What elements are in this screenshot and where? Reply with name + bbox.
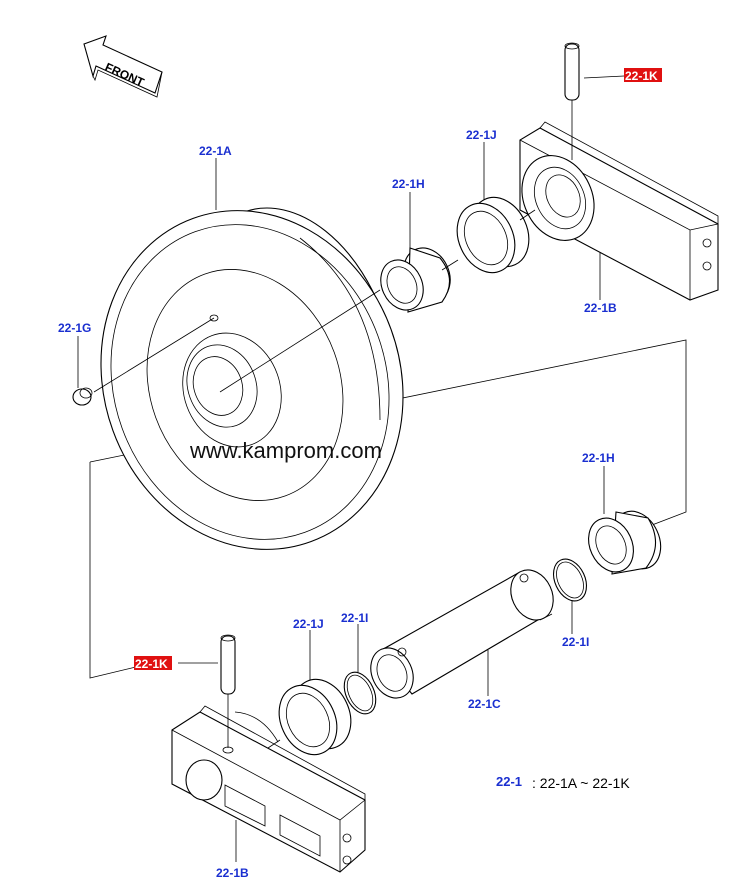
label-plug-22-1g: 22-1G bbox=[58, 321, 91, 335]
bushing-right-22-1h bbox=[588, 510, 662, 575]
highlight-pin-bottom bbox=[134, 656, 172, 670]
front-arrow-icon: FRONT bbox=[83, 35, 163, 98]
label-bracket-bottom-22-1b: 22-1B bbox=[216, 866, 249, 880]
label-seal-top-22-1j: 22-1J bbox=[466, 128, 497, 142]
label-pin-top-22-1k: 22-1K bbox=[625, 69, 658, 83]
pin-top-22-1k bbox=[564, 42, 580, 160]
label-shaft-22-1c: 22-1C bbox=[468, 697, 501, 711]
plug-22-1g bbox=[72, 317, 215, 406]
pin-bottom-22-1k bbox=[220, 634, 236, 748]
label-snap-ring-left-22-1i: 22-1I bbox=[341, 611, 368, 625]
bushing-top-22-1h bbox=[219, 247, 451, 393]
label-wheel-22-1a: 22-1A bbox=[199, 144, 232, 158]
bracket-top-22-1b bbox=[519, 121, 719, 301]
seal-bottom-22-1j bbox=[261, 678, 352, 756]
bracket-bottom-22-1b bbox=[171, 705, 366, 873]
label-seal-bottom-22-1j: 22-1J bbox=[293, 617, 324, 631]
label-bushing-right-22-1h: 22-1H bbox=[582, 451, 615, 465]
label-snap-ring-right-22-1i: 22-1I bbox=[562, 635, 589, 649]
label-pin-bottom-22-1k: 22-1K bbox=[135, 657, 168, 671]
label-bushing-top-22-1h: 22-1H bbox=[392, 177, 425, 191]
legend-ref: 22-1 bbox=[496, 774, 522, 789]
legend-text: : 22-1A ~ 22-1K bbox=[532, 775, 630, 791]
shaft-22-1c bbox=[370, 569, 554, 699]
highlight-pin-top bbox=[624, 68, 662, 82]
idler-wheel bbox=[100, 207, 404, 550]
leader-lines bbox=[77, 75, 625, 862]
label-bracket-top-22-1b: 22-1B bbox=[584, 301, 617, 315]
snap-ring-right-22-1i bbox=[552, 558, 588, 602]
watermark-text: www.kamprom.com bbox=[189, 438, 382, 463]
seal-top-22-1j bbox=[441, 196, 530, 274]
snap-ring-left-22-1i bbox=[343, 671, 377, 715]
